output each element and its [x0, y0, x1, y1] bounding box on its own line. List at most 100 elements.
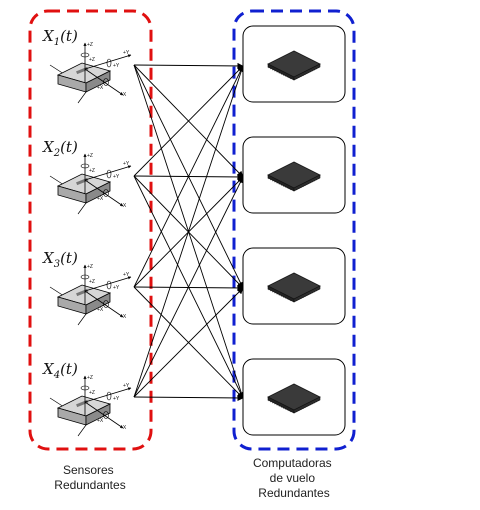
computer-group-box: [232, 9, 356, 451]
x-axis-label: +X: [120, 425, 127, 431]
chip-body-right: [293, 63, 321, 81]
sensor-block-side: [85, 292, 111, 315]
chip-body-right: [293, 396, 321, 414]
y-rotation-icon: [106, 391, 112, 401]
sensor-symbol: X: [42, 27, 55, 45]
x-rotation-icon: [103, 411, 109, 419]
y-rotation-icon: [106, 58, 112, 68]
y-axis-label: +Y: [123, 161, 130, 167]
connection-line: [133, 65, 244, 288]
x-axis: [84, 401, 124, 429]
z-axis-label: +Z: [87, 42, 93, 48]
x-axis-label: +X: [97, 85, 104, 91]
sensor-block-side: [85, 403, 111, 426]
sensor-2: X2(t) +Z +Z +Y +Y +X +X: [42, 138, 132, 215]
x-axis-label: +X: [97, 196, 104, 202]
sensor-index: 1: [54, 37, 60, 48]
sensor-group-box: [28, 9, 153, 451]
sensor-mount-line: [77, 91, 87, 104]
sensor-3: X3(t)+Z+Z+Y+Y+X+X: [42, 249, 132, 326]
sensor-block-side: [85, 181, 111, 204]
sensors-caption: Sensores Redundantes: [54, 463, 125, 492]
computers-caption-line-2: de vuelo: [270, 471, 316, 485]
sensor-symbol: X: [42, 360, 55, 378]
sensors-caption-line-1: Sensores: [63, 463, 114, 477]
z-rotation-icon: [80, 163, 90, 169]
microchip-icon: [267, 272, 321, 303]
y-axis-label: +Y: [113, 396, 120, 402]
x-axis: [84, 68, 124, 96]
x-axis-label: +X: [120, 314, 127, 320]
sensor-label: X2(t): [42, 138, 78, 159]
z-axis-label: +Z: [87, 264, 93, 270]
sensor-label: X4(t): [42, 360, 78, 381]
y-axis-label: +Y: [123, 50, 130, 56]
y-axis-label: +Y: [113, 174, 120, 180]
sensor-4: X4(t)+Z+Z+Y+Y+X+X: [42, 360, 132, 437]
y-rotation-icon: [106, 169, 112, 179]
sensor-index: 3: [54, 259, 60, 270]
sensor-arg: (t): [60, 27, 78, 45]
computers-caption: Computadoras de vuelo Redundantes: [253, 456, 335, 500]
sensor-symbol: X: [42, 249, 55, 267]
z-rotation-icon: [80, 52, 90, 58]
microchip-icon: [267, 383, 321, 414]
sensor-mount-line: [77, 202, 87, 215]
y-axis: [84, 54, 132, 70]
x-axis-label: +X: [97, 307, 104, 313]
x-rotation-icon: [103, 78, 109, 86]
sensor-mount-line: [77, 424, 87, 437]
connection-line: [133, 394, 244, 402]
z-rotation-icon: [80, 274, 90, 280]
x-rotation-icon: [103, 300, 109, 308]
x-axis-label: +X: [120, 92, 127, 98]
microchip-icon: [267, 161, 321, 192]
sensor-mount-line: [77, 313, 87, 326]
y-axis-label: +Y: [113, 63, 120, 69]
x-rotation-icon: [103, 189, 109, 197]
computer-column: [242, 25, 346, 436]
connection-line: [133, 65, 244, 177]
y-axis-label: +Y: [113, 285, 120, 291]
y-axis-label: +Y: [123, 272, 130, 278]
z-axis-label: +Z: [89, 57, 95, 63]
flight-computer-1: [242, 25, 346, 103]
z-axis-label: +Z: [89, 390, 95, 396]
sensor-label: X1(t): [42, 27, 78, 48]
x-axis-label: +X: [120, 203, 127, 209]
sensor-index: 2: [53, 148, 60, 159]
y-rotation-icon: [106, 280, 112, 290]
computers-caption-line-3: Redundantes: [258, 486, 329, 500]
z-axis-label: +Z: [87, 153, 93, 159]
z-axis-label: +Z: [87, 375, 93, 381]
connection-line: [133, 287, 244, 398]
sensors-caption-line-2: Redundantes: [54, 478, 125, 492]
x-axis-label: +X: [97, 418, 104, 424]
sensor-column: X1(t)+Z+Z+Y+Y+X+XX2(t)+Z+Z+Y+Y+X+XX3(t)+…: [42, 27, 132, 437]
x-axis: [84, 179, 124, 207]
connection-line: [133, 65, 245, 398]
sensor-block-side: [85, 70, 111, 93]
y-axis: [84, 387, 132, 403]
sensor-arg: (t): [60, 249, 78, 267]
connection-line: [133, 176, 244, 398]
sensor-index: 4: [53, 370, 60, 381]
sensor-1: X1(t) +Z +Z +Y +Y +X +X: [42, 27, 132, 104]
flight-computer-3: [242, 247, 346, 325]
chip-body-right: [293, 285, 321, 303]
sensor-arg: (t): [60, 360, 78, 378]
x-axis: [84, 290, 124, 318]
sensor-symbol: X: [42, 138, 55, 156]
chip-body-right: [293, 174, 321, 192]
y-axis: [84, 165, 132, 181]
connection-line: [133, 62, 244, 70]
z-axis-label: +Z: [89, 168, 95, 174]
z-rotation-icon: [80, 385, 90, 391]
sensor-label: X3(t): [42, 249, 78, 270]
microchip-icon: [267, 50, 321, 81]
connection-lines: [133, 62, 245, 402]
sensor-arg: (t): [60, 138, 78, 156]
flight-computer-4: [242, 358, 346, 436]
flight-computer-2: [242, 136, 346, 214]
